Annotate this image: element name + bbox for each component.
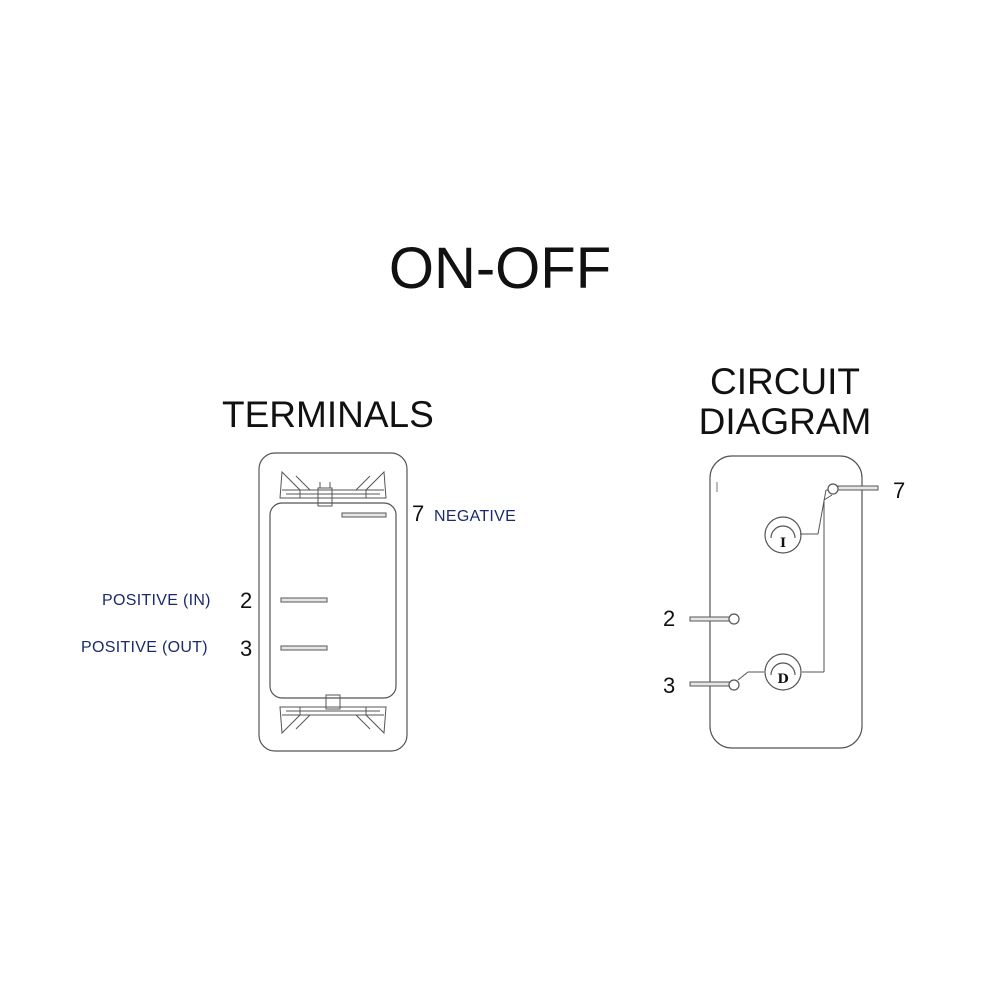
- circuit-pin-2: [689, 616, 731, 622]
- lamp-d-symbol: D: [777, 672, 788, 687]
- circuit-heading-line2: DIAGRAM: [698, 401, 872, 442]
- circuit-pin-3: [689, 681, 731, 687]
- terminal-7-number: 7: [412, 501, 425, 526]
- lamp-i-symbol: I: [780, 536, 786, 551]
- circuit-switch-body: [709, 455, 863, 749]
- terminal-3-number: 3: [240, 636, 253, 661]
- circuit-terminal-pins: [689, 485, 879, 687]
- terminal-blade-2: [280, 597, 328, 603]
- circuit-terminal-7-number: 7: [893, 478, 906, 503]
- circuit-wiring: [737, 489, 833, 681]
- terminal-3-label: POSITIVE (OUT): [81, 639, 208, 656]
- contact-2-icon: [728, 613, 740, 625]
- circuit-diagram-heading: CIRCUIT DIAGRAM: [670, 362, 900, 442]
- terminals-switch-body: [258, 452, 408, 752]
- terminal-blade-7: [341, 512, 387, 518]
- circuit-terminal-3-number: 3: [663, 673, 676, 698]
- circuit-heading-line1: CIRCUIT: [709, 361, 861, 402]
- terminal-2-label: POSITIVE (IN): [102, 592, 211, 609]
- terminal-blades: [280, 512, 387, 651]
- terminal-blade-3: [280, 645, 328, 651]
- contact-7-icon: [827, 483, 839, 495]
- top-latch-icon: [279, 470, 387, 507]
- lamp-d-icon: [764, 653, 802, 691]
- terminals-heading: TERMINALS: [222, 394, 434, 435]
- page-title: ON-OFF: [388, 236, 612, 301]
- contact-3-icon: [728, 679, 740, 691]
- circuit-terminal-2-number: 2: [663, 606, 676, 631]
- terminal-2-number: 2: [240, 588, 253, 613]
- terminal-7-label: NEGATIVE: [434, 508, 517, 525]
- bottom-latch-icon: [279, 694, 387, 735]
- circuit-contacts: [728, 483, 839, 691]
- lamp-i-icon: [764, 516, 802, 554]
- circuit-pin-7: [837, 485, 879, 491]
